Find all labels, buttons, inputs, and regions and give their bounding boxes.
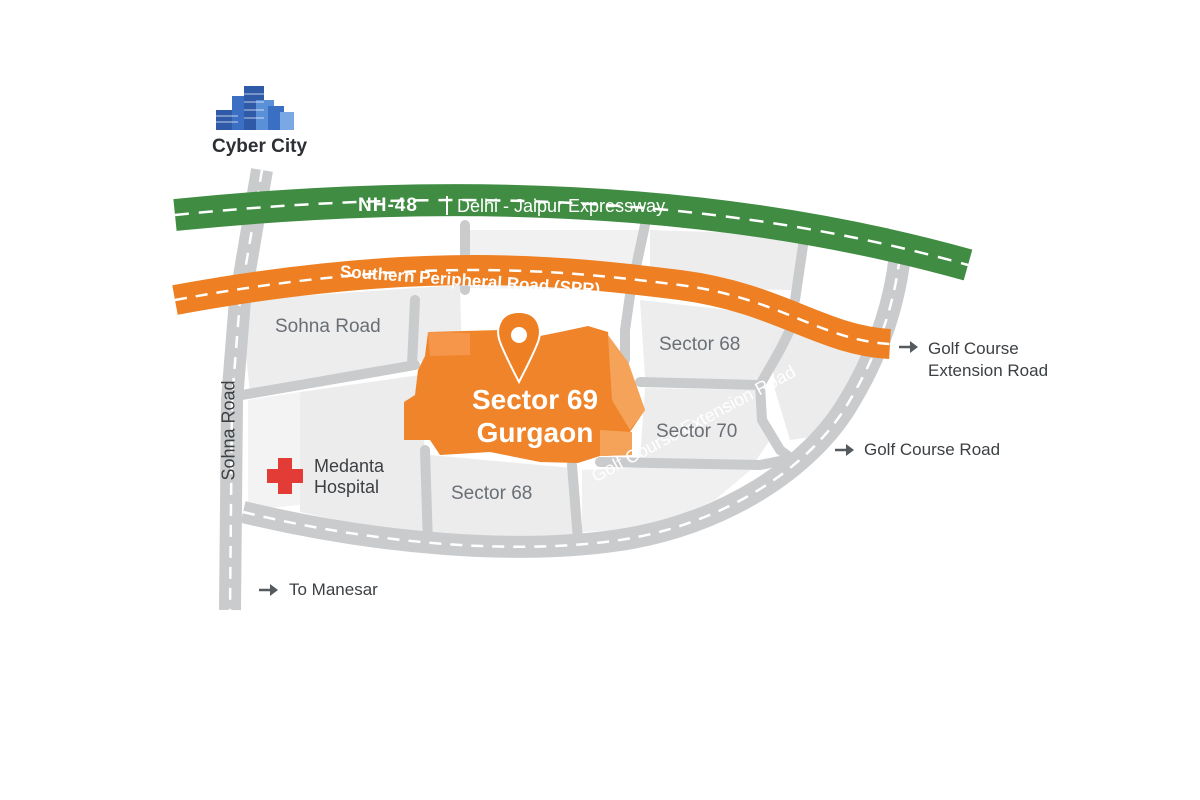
hospital-cross-icon bbox=[267, 458, 303, 494]
focus-area-highlight bbox=[600, 430, 632, 456]
destination-line1: Golf Course bbox=[928, 339, 1019, 358]
nh48-highway bbox=[173, 184, 973, 281]
location-pin-icon bbox=[497, 310, 541, 385]
minor-road bbox=[567, 460, 583, 545]
land-block bbox=[582, 462, 760, 532]
spr-road bbox=[172, 255, 892, 359]
nh48-code-label: NH-48 bbox=[358, 195, 418, 216]
land-block bbox=[430, 455, 578, 538]
land-block bbox=[640, 388, 770, 462]
land-block bbox=[300, 375, 428, 540]
nh48-divider bbox=[446, 196, 448, 215]
medanta-label-line1: Medanta bbox=[314, 456, 385, 476]
sohna-road-vertical-label: Sohna Road bbox=[218, 380, 239, 481]
sector-69-focus-area bbox=[404, 326, 645, 463]
nh48-name-label: Delhi - Jaipur Expressway bbox=[457, 196, 666, 216]
cyber-city-label: Cyber City bbox=[212, 136, 308, 157]
destination-golf-course-extension-road: Golf Course Extension Road bbox=[928, 338, 1048, 382]
minor-road bbox=[237, 360, 420, 400]
sohna-road-vertical bbox=[219, 168, 273, 611]
focus-area-line1: Sector 69 bbox=[471, 384, 599, 415]
arrow-right-icon bbox=[835, 444, 854, 456]
area-label-sector-68-top: Sector 68 bbox=[659, 334, 741, 355]
focus-area-highlight bbox=[608, 335, 645, 430]
destination-golf-course-road: Golf Course Road bbox=[864, 440, 1001, 459]
minor-road bbox=[635, 315, 800, 391]
area-label-sector-68-bottom: Sector 68 bbox=[451, 483, 533, 504]
area-label-sohna-road: Sohna Road bbox=[275, 316, 381, 337]
destination-to-manesar: To Manesar bbox=[289, 580, 378, 599]
arrow-right-icon bbox=[259, 584, 278, 596]
minor-road bbox=[420, 445, 433, 550]
destination-line2: Extension Road bbox=[928, 361, 1049, 380]
focus-area-highlight bbox=[428, 332, 470, 356]
focus-area-line2: Gurgaon bbox=[476, 417, 594, 448]
focus-area-title: Sector 69 Gurgaon bbox=[430, 383, 640, 449]
minor-road bbox=[407, 295, 420, 370]
building-icon bbox=[216, 86, 294, 130]
arrow-right-icon bbox=[899, 341, 918, 353]
land-block bbox=[770, 330, 880, 440]
focus-area-shape bbox=[404, 326, 645, 463]
medanta-hospital-label: Medanta Hospital bbox=[314, 456, 384, 498]
medanta-label-line2: Hospital bbox=[314, 477, 380, 497]
minor-road bbox=[620, 220, 650, 365]
area-label-sector-70: Sector 70 bbox=[656, 421, 738, 442]
land-block bbox=[640, 300, 800, 380]
